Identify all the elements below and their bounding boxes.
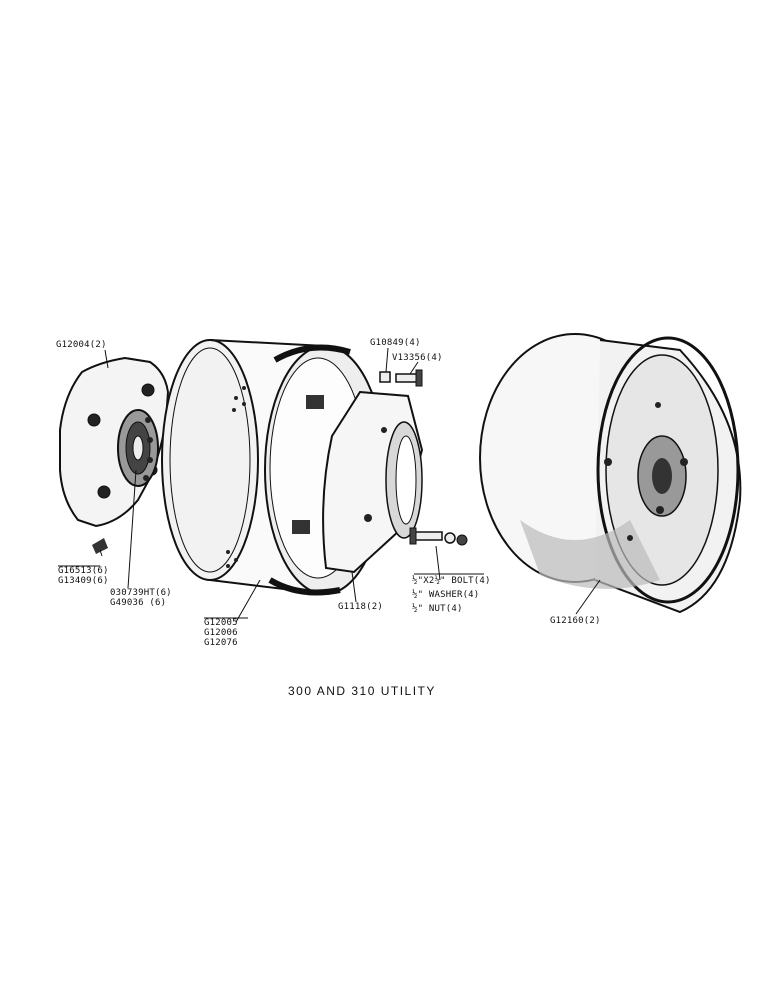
label-g1118: G1118(2): [338, 602, 383, 612]
bottom-bolt: [409, 527, 468, 546]
label-nut: ½" NUT(4): [412, 604, 463, 614]
label-g12076: G12076: [204, 638, 238, 648]
label-g12160: G12160(2): [550, 616, 601, 626]
complete-wheel: [479, 333, 742, 614]
hub-plate: [59, 356, 170, 528]
clip-part: [92, 538, 108, 554]
label-v13356: V13356(4): [392, 353, 443, 363]
label-g10849: G10849(4): [370, 338, 421, 348]
label-g12006: G12006: [204, 628, 238, 638]
leader-lines: [58, 347, 601, 623]
lug-nuts: [143, 417, 153, 481]
top-bolt: [379, 369, 423, 387]
diagram-caption: 300 AND 310 UTILITY: [288, 684, 436, 698]
label-g13409: G13409(6): [58, 576, 109, 586]
label-030739ht: 030739HT(6): [110, 588, 172, 598]
label-g12005: G12005: [204, 618, 238, 628]
label-g12004: G12004(2): [56, 340, 107, 350]
label-g49036: G49036 (6): [110, 598, 167, 608]
wheel-weight: [322, 390, 424, 574]
label-bolt: ½"X2½" BOLT(4): [412, 576, 491, 586]
label-washer: ½" WASHER(4): [412, 590, 480, 600]
label-g16513: G16513(6): [58, 566, 109, 576]
